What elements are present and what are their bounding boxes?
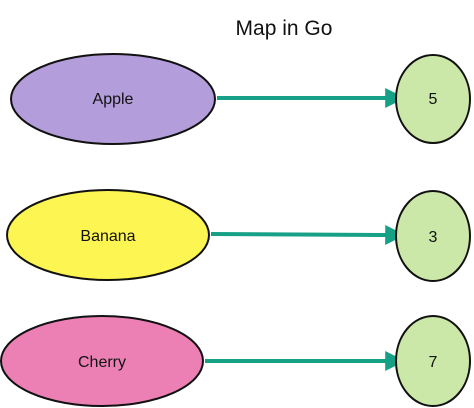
key-label-cherry: Cherry: [78, 354, 126, 371]
value-label-7: 7: [429, 354, 438, 371]
value-node-7: [395, 315, 471, 407]
key-node-banana: [6, 189, 210, 281]
value-node-3: [395, 190, 471, 282]
key-node-apple: [10, 53, 216, 145]
key-label-banana: Banana: [80, 228, 135, 245]
value-node-5: [395, 54, 471, 144]
value-label-5: 5: [429, 91, 438, 108]
map-entry-cherry: Cherry 7: [0, 315, 471, 407]
key-label-apple: Apple: [93, 91, 134, 108]
arrow-banana-to-3: [210, 224, 406, 245]
value-label-3: 3: [429, 229, 438, 246]
key-node-cherry: [0, 315, 204, 407]
map-entry-banana: Banana 3: [6, 189, 471, 282]
diagram-title: Map in Go: [236, 17, 333, 40]
map-entry-apple: Apple 5: [10, 53, 471, 145]
